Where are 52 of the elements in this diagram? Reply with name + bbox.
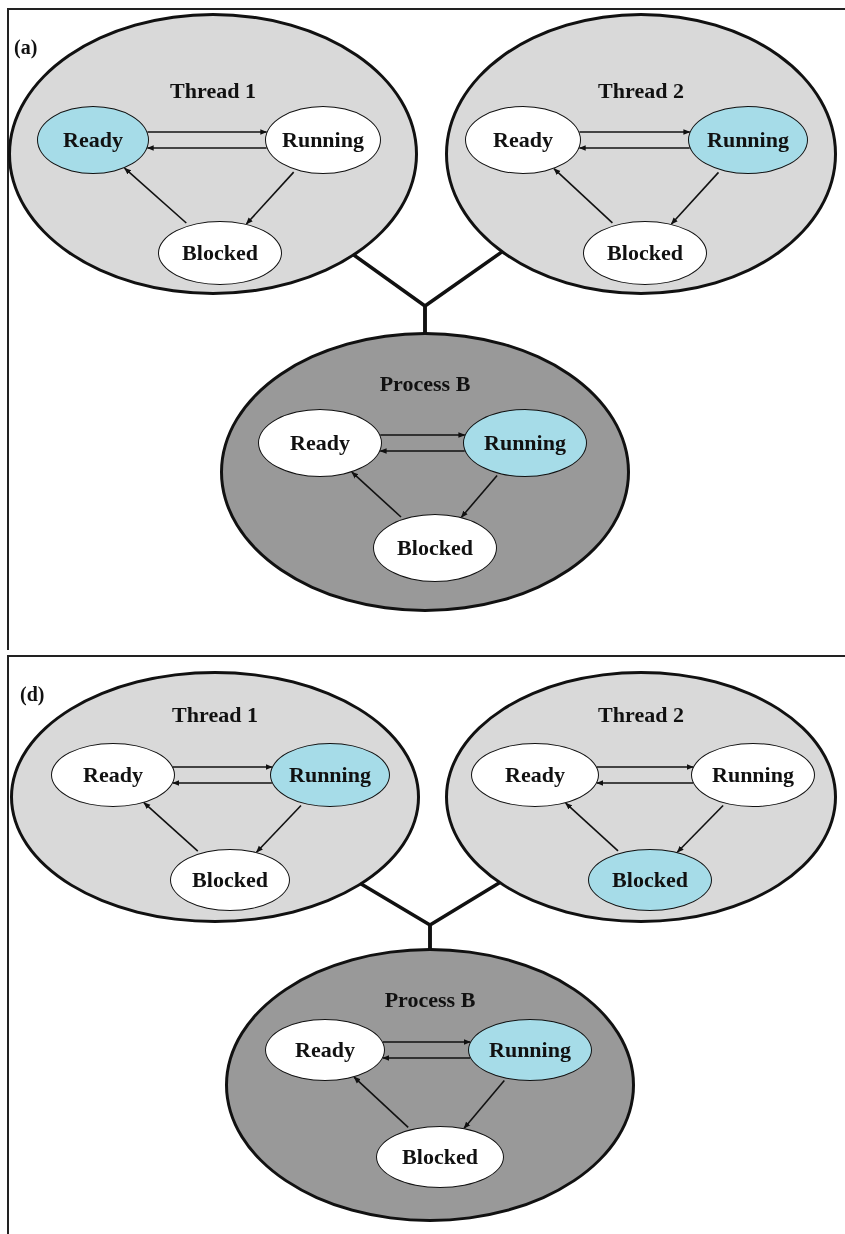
state-ellipse: Running: [691, 743, 815, 807]
arrow: [460, 474, 498, 518]
arrow: [676, 804, 724, 853]
arrow: [382, 1039, 471, 1045]
arrow: [123, 167, 188, 224]
arrow: [353, 1076, 409, 1129]
state-ellipse: Running: [688, 106, 808, 174]
state-ellipse: Ready: [265, 1019, 385, 1081]
arrow: [351, 471, 402, 518]
connector-line: [423, 249, 504, 335]
arrow: [382, 1055, 471, 1061]
state-ellipse: Ready: [258, 409, 382, 477]
state-ellipse: Blocked: [588, 849, 712, 911]
group-heading: Thread 1: [169, 78, 257, 104]
arrow: [578, 145, 691, 151]
panel-label: (d): [20, 683, 45, 706]
state-ellipse: Ready: [465, 106, 581, 174]
group-heading: Thread 1: [171, 702, 259, 728]
arrow: [379, 432, 466, 438]
state-ellipse: Ready: [471, 743, 599, 807]
arrow: [379, 448, 466, 454]
arrow: [596, 764, 694, 770]
state-ellipse: Running: [468, 1019, 592, 1081]
arrow: [245, 171, 295, 225]
state-ellipse: Ready: [37, 106, 149, 174]
state-ellipse: Ready: [51, 743, 175, 807]
arrow: [670, 171, 720, 225]
panel-label: (a): [14, 36, 38, 59]
group-heading: Thread 2: [597, 702, 685, 728]
state-ellipse: Blocked: [583, 221, 707, 285]
arrow: [172, 764, 273, 770]
state-ellipse: Blocked: [170, 849, 290, 911]
arrow: [172, 780, 273, 786]
arrow: [596, 780, 694, 786]
arrow: [143, 801, 199, 852]
state-ellipse: Blocked: [376, 1126, 504, 1188]
connector-line: [428, 880, 502, 951]
state-ellipse: Blocked: [373, 514, 497, 582]
group-heading: Thread 2: [597, 78, 685, 104]
group-heading: Process B: [378, 371, 472, 397]
state-ellipse: Running: [265, 106, 381, 174]
arrow: [553, 167, 614, 224]
state-ellipse: Running: [270, 743, 390, 807]
arrow: [146, 145, 268, 151]
arrow: [255, 804, 302, 853]
arrow: [463, 1079, 506, 1130]
group-heading: Process B: [383, 987, 477, 1013]
arrow: [564, 802, 619, 852]
state-ellipse: Blocked: [158, 221, 282, 285]
state-ellipse: Running: [463, 409, 587, 477]
arrow: [146, 129, 268, 135]
arrow: [578, 129, 691, 135]
